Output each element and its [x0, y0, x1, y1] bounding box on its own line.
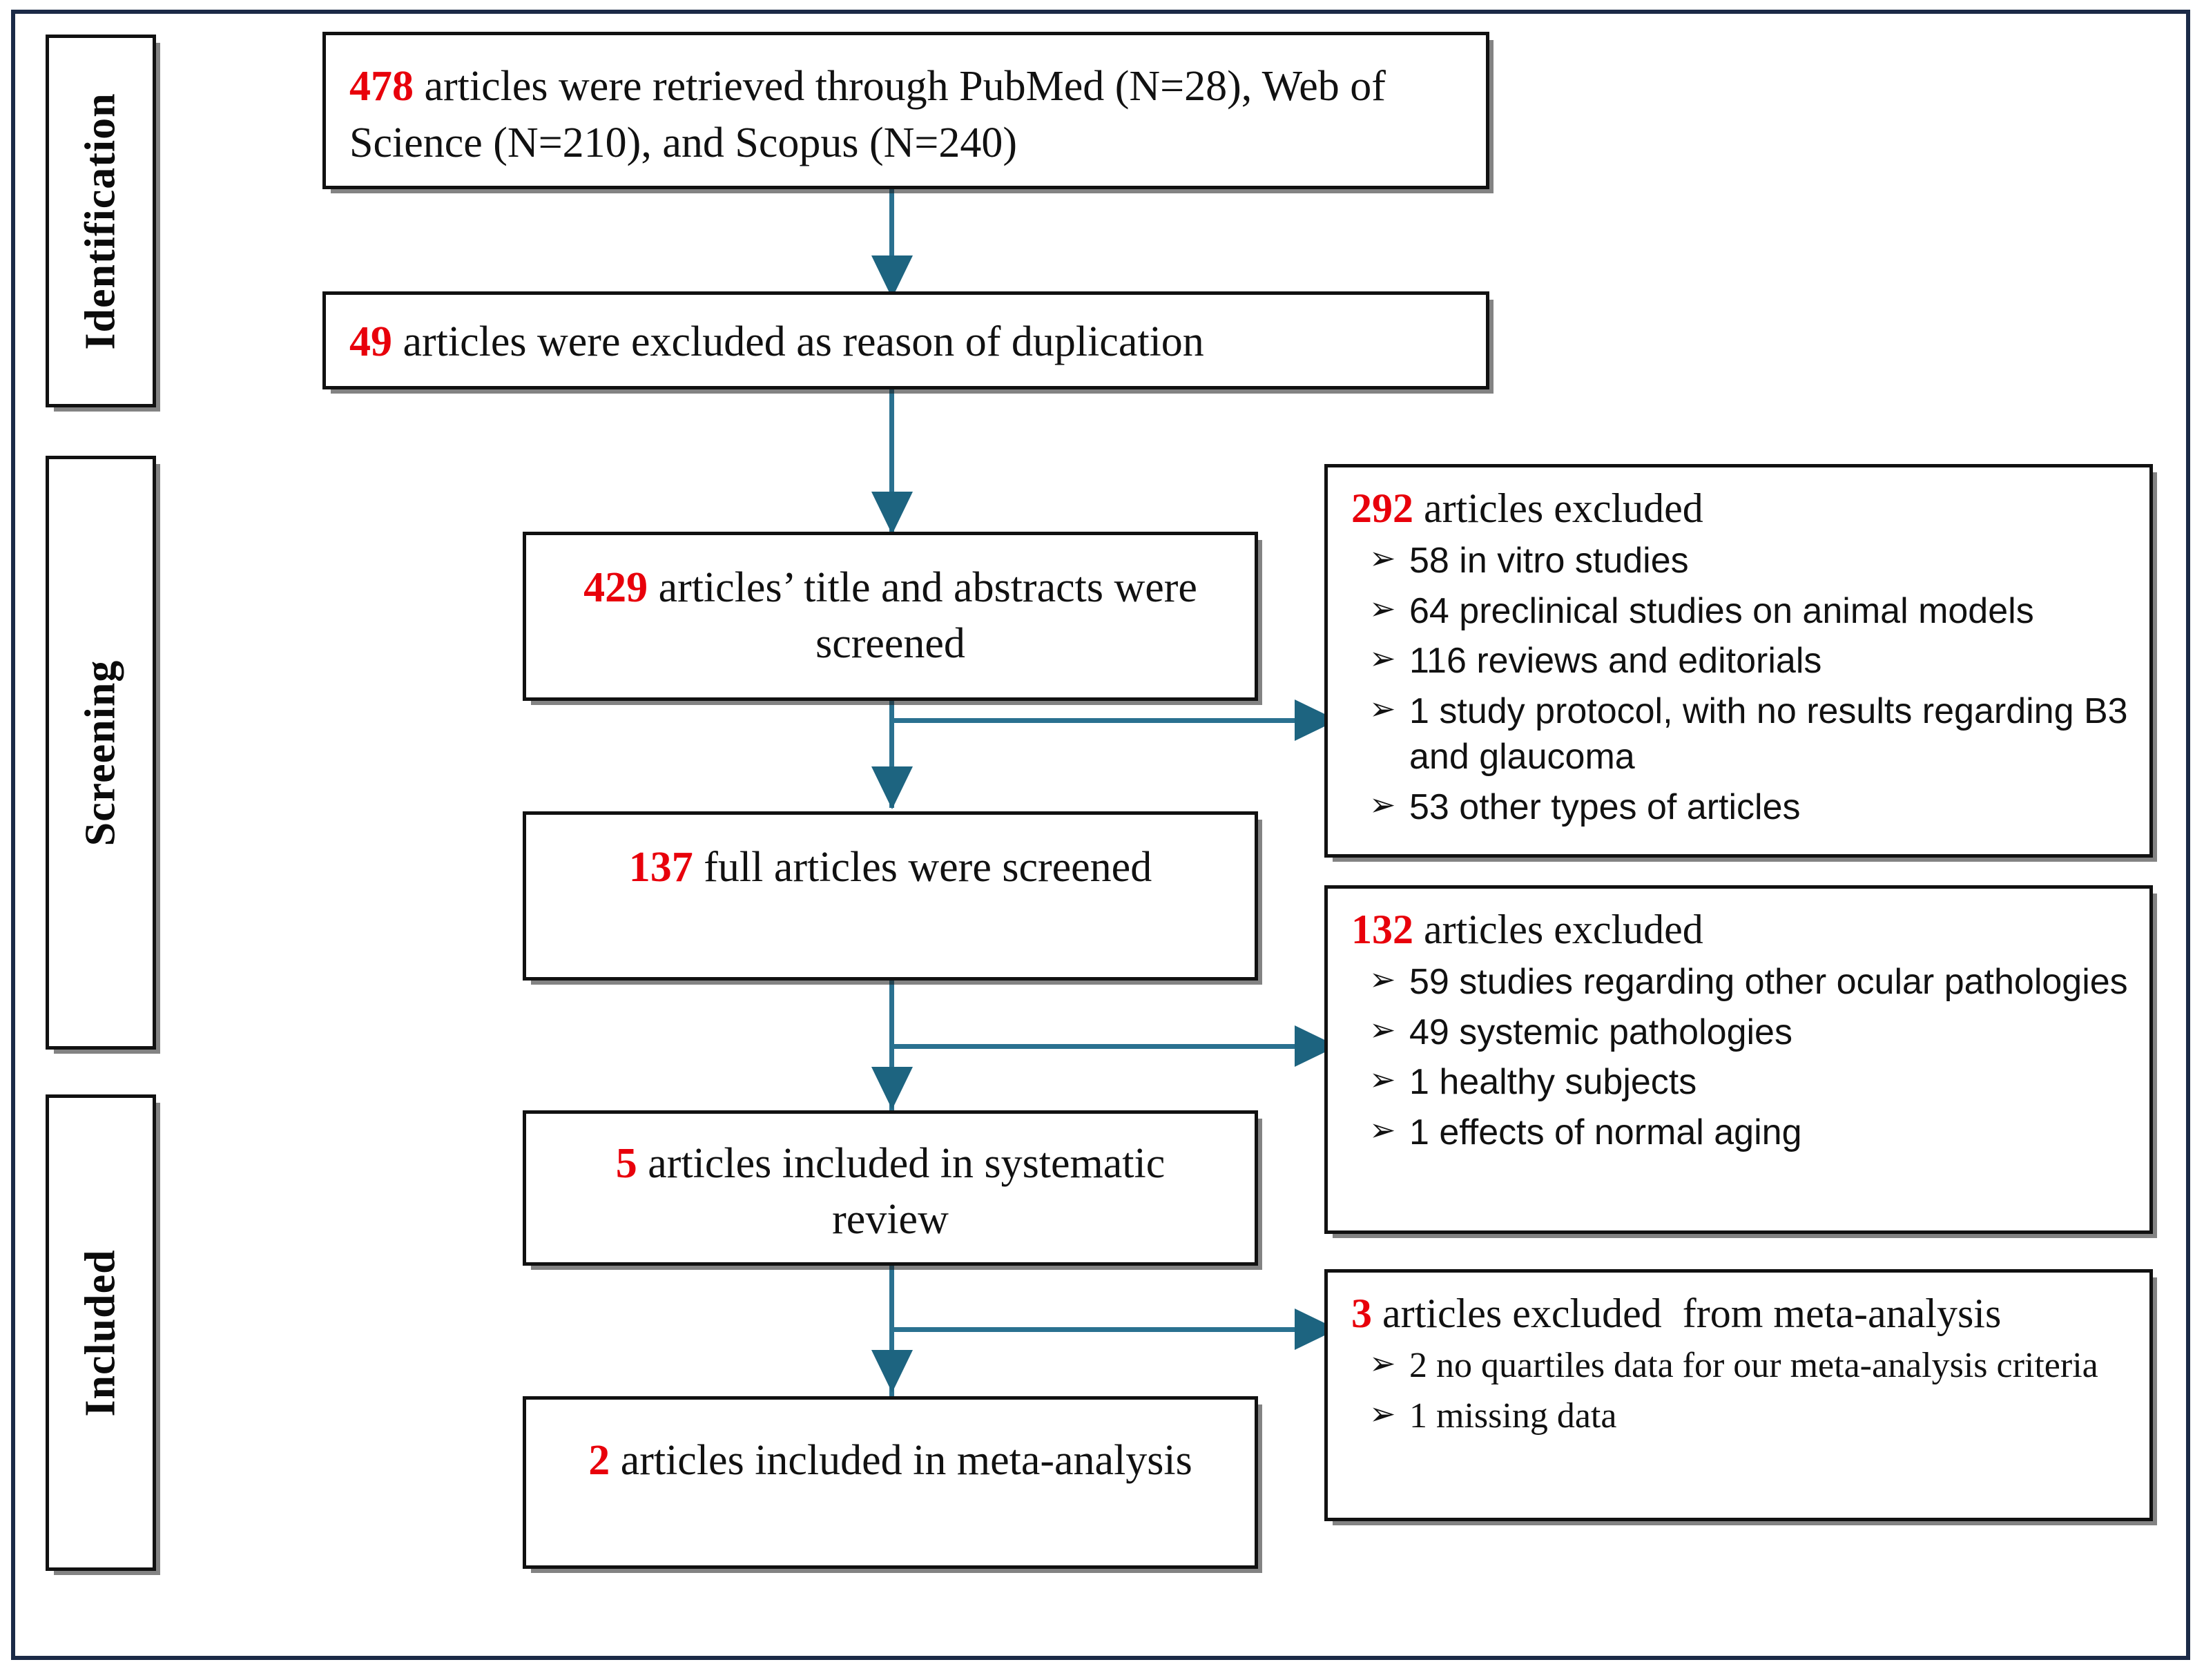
branch-fulltext-to-132-exclusions: [889, 1044, 1304, 1049]
box-duplicates-removed: 49 articles were excluded as reason of d…: [322, 291, 1489, 389]
box-records-identified-text: 478 articles were retrieved through PubM…: [326, 59, 1486, 172]
title-abstract-screened-count: 429: [583, 564, 648, 611]
title-abstract-screened-label: articles’ title and abstracts were scree…: [648, 564, 1197, 667]
arrowhead-systematic-review-to-meta-analysis: [871, 1350, 913, 1393]
list-item: ➢ 64 preclinical studies on animal model…: [1351, 588, 2132, 635]
records-identified-count: 478: [349, 63, 414, 110]
exclusion-132-list: ➢ 59 studies regarding other ocular path…: [1351, 959, 2132, 1155]
box-included-systematic-review-text: 5 articles included in systematic review: [526, 1136, 1255, 1247]
exclusion-292-list: ➢ 58 in vitro studies ➢ 64 preclinical s…: [1351, 538, 2132, 830]
list-item: ➢ 116 reviews and editorials: [1351, 638, 2132, 684]
list-item: ➢ 1 study protocol, with no results rega…: [1351, 688, 2132, 780]
arrowhead-bullet-icon: ➢: [1369, 1010, 1396, 1048]
arrowhead-bullet-icon: ➢: [1369, 785, 1396, 823]
exclusion-3-item-0: 2 no quartiles data for our meta-analysi…: [1409, 1346, 2098, 1385]
exclusion-3-head-label: articles excluded from meta-analysis: [1372, 1291, 2002, 1336]
stage-label-included-text: Included: [77, 1248, 124, 1417]
exclusion-3-head: 3 articles excluded from meta-analysis: [1351, 1291, 2132, 1336]
arrowhead-bullet-icon: ➢: [1369, 1344, 1396, 1382]
box-included-meta-analysis-text: 2 articles included in meta-analysis: [526, 1433, 1255, 1489]
stage-label-screening-text: Screening: [77, 659, 124, 846]
arrowhead-bullet-icon: ➢: [1369, 589, 1396, 627]
arrowhead-identified-to-duplicates: [871, 255, 913, 298]
arrowhead-bullet-icon: ➢: [1369, 639, 1396, 677]
list-item: ➢ 53 other types of articles: [1351, 784, 2132, 831]
list-item: ➢ 1 missing data: [1351, 1393, 2132, 1440]
stage-label-identification: Identification: [46, 35, 156, 407]
box-292-exclusions: 292 articles excluded ➢ 58 in vitro stud…: [1324, 464, 2153, 858]
duplicates-removed-count: 49: [349, 318, 392, 365]
list-item: ➢ 58 in vitro studies: [1351, 538, 2132, 584]
connector-screened-to-fulltext: [889, 697, 894, 808]
stage-label-identification-text: Identification: [77, 92, 124, 350]
exclusion-292-item-0: 58 in vitro studies: [1409, 541, 1689, 581]
arrowhead-fulltext-to-systematic-review: [871, 1067, 913, 1110]
exclusion-3-count: 3: [1351, 1291, 1372, 1336]
exclusion-292-head: 292 articles excluded: [1351, 485, 2132, 531]
box-included-meta-analysis: 2 articles included in meta-analysis: [523, 1396, 1258, 1569]
box-title-abstract-screened-text: 429 articles’ title and abstracts were s…: [526, 560, 1255, 671]
box-132-exclusions: 132 articles excluded ➢ 59 studies regar…: [1324, 885, 2153, 1234]
list-item: ➢ 59 studies regarding other ocular path…: [1351, 959, 2132, 1005]
branch-systematic-review-to-3-exclusions: [889, 1327, 1304, 1332]
list-item: ➢ 2 no quartiles data for our meta-analy…: [1351, 1343, 2132, 1389]
list-item: ➢ 1 effects of normal aging: [1351, 1110, 2132, 1156]
included-meta-analysis-label: articles included in meta-analysis: [610, 1437, 1192, 1484]
arrowhead-duplicates-to-screened: [871, 492, 913, 534]
arrowhead-bullet-icon: ➢: [1369, 960, 1396, 998]
exclusion-132-item-3: 1 effects of normal aging: [1409, 1112, 1802, 1152]
exclusion-292-count: 292: [1351, 485, 1413, 531]
exclusion-132-item-0: 59 studies regarding other ocular pathol…: [1409, 962, 2128, 1002]
exclusion-292-head-label: articles excluded: [1413, 485, 1703, 531]
exclusion-132-head: 132 articles excluded: [1351, 907, 2132, 952]
list-item: ➢ 1 healthy subjects: [1351, 1059, 2132, 1105]
exclusion-292-item-3: 1 study protocol, with no results regard…: [1409, 691, 2128, 778]
box-full-text-screened-text: 137 full articles were screened: [526, 840, 1255, 896]
full-text-screened-count: 137: [628, 844, 693, 891]
box-duplicates-removed-text: 49 articles were excluded as reason of d…: [326, 314, 1486, 371]
arrowhead-bullet-icon: ➢: [1369, 1061, 1396, 1099]
list-item: ➢ 49 systemic pathologies: [1351, 1010, 2132, 1056]
records-identified-label: articles were retrieved through PubMed (…: [349, 63, 1386, 166]
exclusion-132-item-1: 49 systemic pathologies: [1409, 1012, 1792, 1052]
stage-label-screening: Screening: [46, 456, 156, 1050]
arrowhead-bullet-icon: ➢: [1369, 689, 1396, 727]
exclusion-132-item-2: 1 healthy subjects: [1409, 1062, 1697, 1103]
arrowhead-bullet-icon: ➢: [1369, 1394, 1396, 1432]
exclusion-292-item-2: 116 reviews and editorials: [1409, 641, 1822, 682]
box-title-abstract-screened: 429 articles’ title and abstracts were s…: [523, 532, 1258, 701]
box-full-text-screened: 137 full articles were screened: [523, 811, 1258, 981]
connector-identified-to-duplicates: [889, 188, 894, 291]
exclusion-132-count: 132: [1351, 907, 1413, 952]
full-text-screened-label: full articles were screened: [693, 844, 1152, 891]
exclusion-3-list: ➢ 2 no quartiles data for our meta-analy…: [1351, 1343, 2132, 1439]
arrowhead-bullet-icon: ➢: [1369, 539, 1396, 577]
duplicates-removed-label: articles were excluded as reason of dupl…: [392, 318, 1204, 365]
exclusion-292-item-1: 64 preclinical studies on animal models: [1409, 590, 2034, 631]
connector-duplicates-to-screened: [889, 388, 894, 533]
box-records-identified: 478 articles were retrieved through PubM…: [322, 32, 1489, 189]
stage-label-included: Included: [46, 1094, 156, 1571]
exclusion-3-item-1: 1 missing data: [1409, 1396, 1617, 1436]
arrowhead-bullet-icon: ➢: [1369, 1110, 1396, 1148]
exclusion-132-head-label: articles excluded: [1413, 907, 1703, 952]
included-systematic-review-count: 5: [615, 1140, 637, 1187]
included-meta-analysis-count: 2: [588, 1437, 610, 1484]
arrowhead-screened-to-fulltext: [871, 766, 913, 809]
included-systematic-review-label: articles included in systematic review: [637, 1140, 1166, 1243]
box-3-exclusions: 3 articles excluded from meta-analysis ➢…: [1324, 1269, 2153, 1521]
box-included-systematic-review: 5 articles included in systematic review: [523, 1110, 1258, 1266]
exclusion-292-item-4: 53 other types of articles: [1409, 786, 1801, 827]
branch-screened-to-292-exclusions: [889, 718, 1304, 723]
